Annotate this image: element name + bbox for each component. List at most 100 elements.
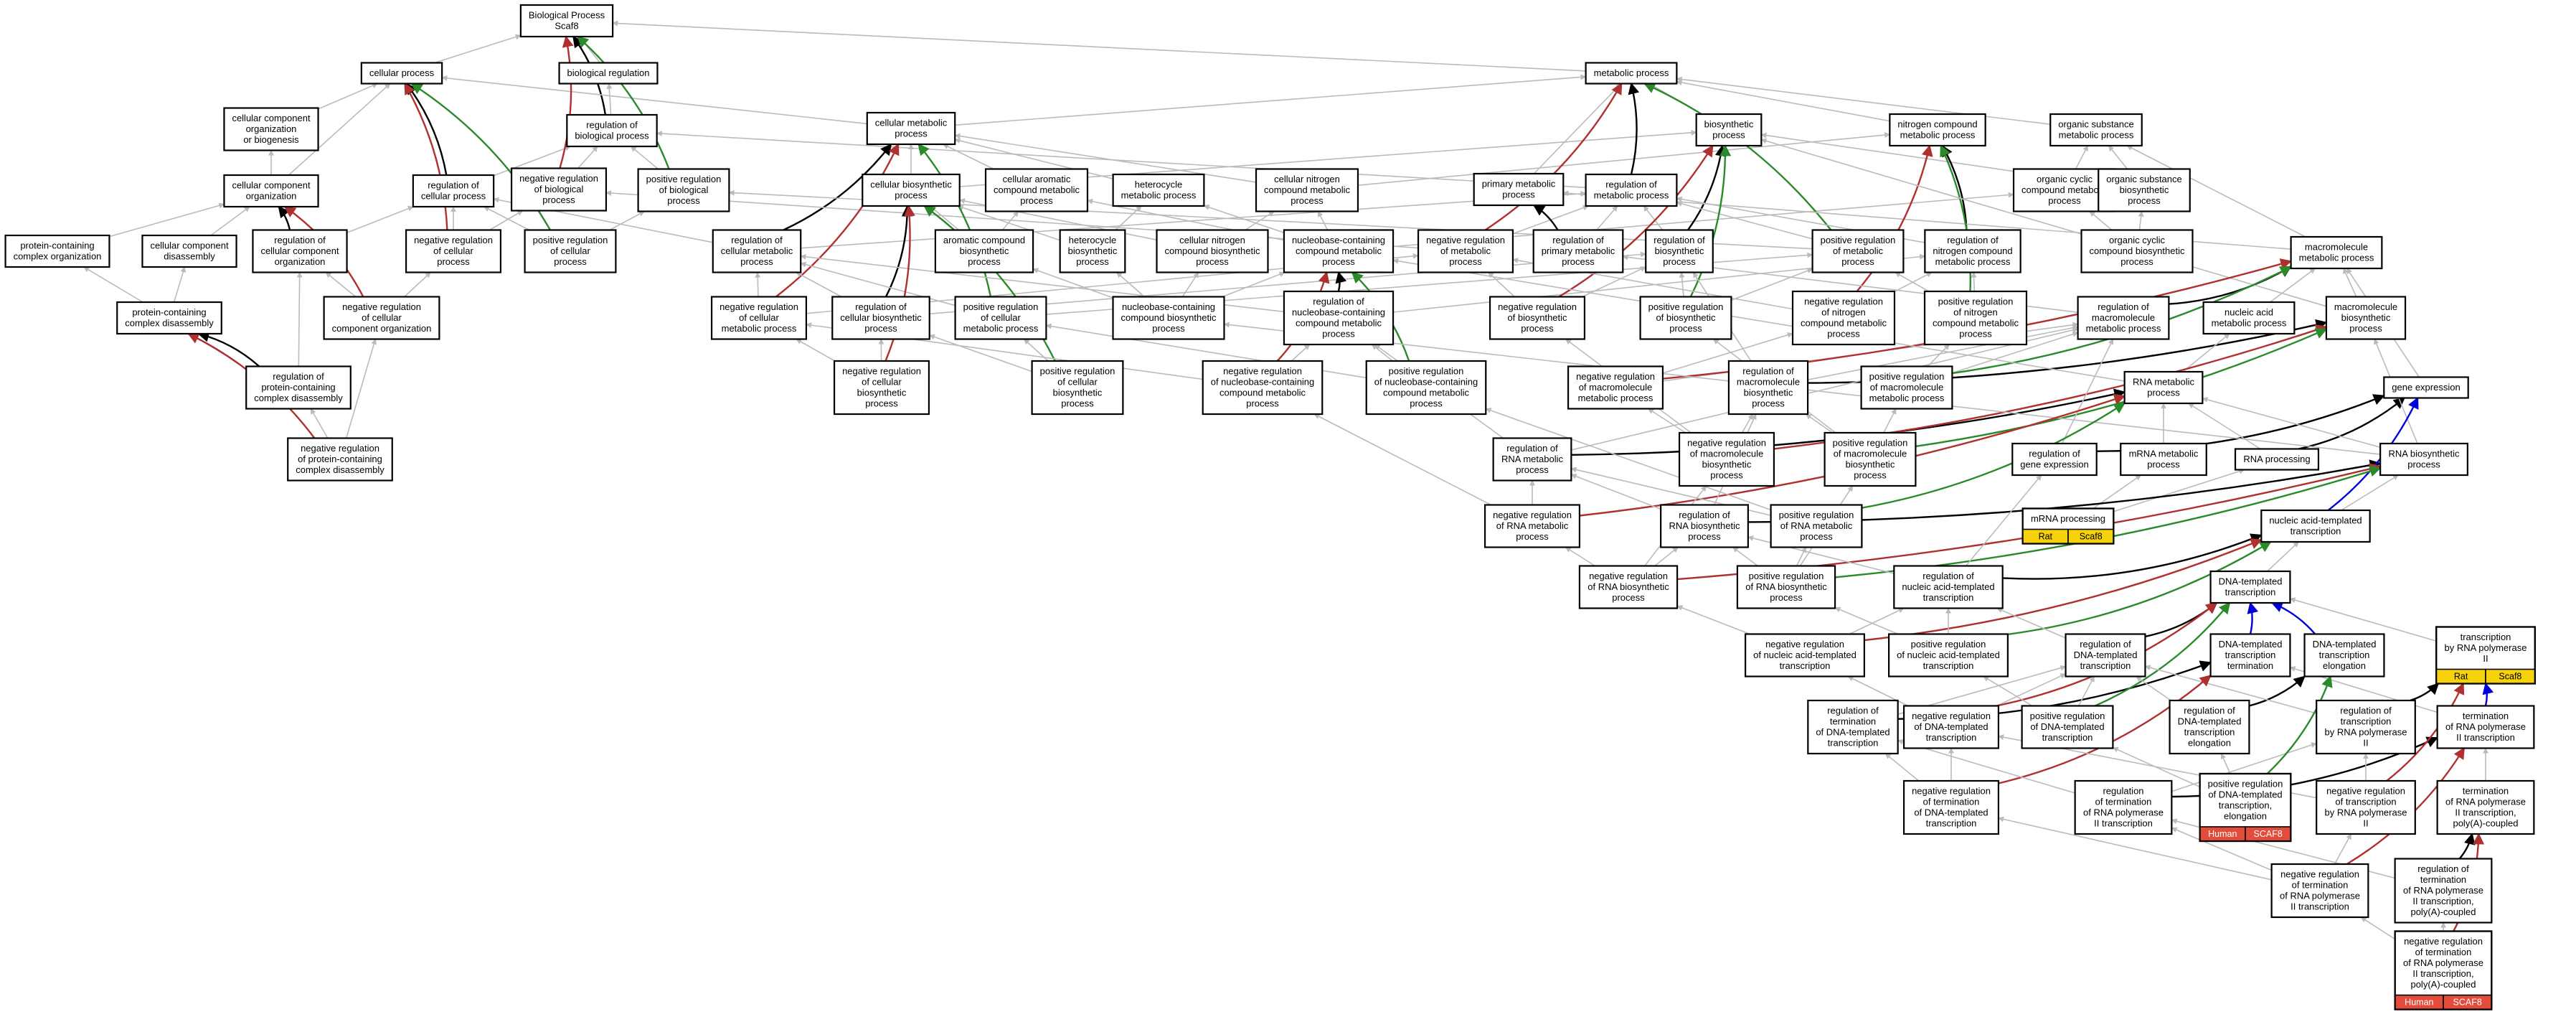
go-term-rmbp[interactable]: regulation ofmacromoleculebiosyntheticpr… bbox=[1727, 360, 1809, 416]
go-term-cp[interactable]: cellular process bbox=[360, 62, 443, 85]
go-term-mp[interactable]: metabolic process bbox=[1585, 62, 1678, 85]
go-term-rnbcmp[interactable]: regulation ofnucleobase-containingcompou… bbox=[1283, 290, 1395, 346]
go-term-rnap[interactable]: RNA processing bbox=[2234, 448, 2320, 471]
go-term-breg[interactable]: biological regulation bbox=[558, 62, 659, 85]
edge-is-a bbox=[2171, 827, 2272, 871]
go-term-ge[interactable]: gene expression bbox=[2383, 376, 2469, 399]
go-term-rdtte[interactable]: regulation ofDNA-templatedtranscriptione… bbox=[2169, 699, 2250, 755]
